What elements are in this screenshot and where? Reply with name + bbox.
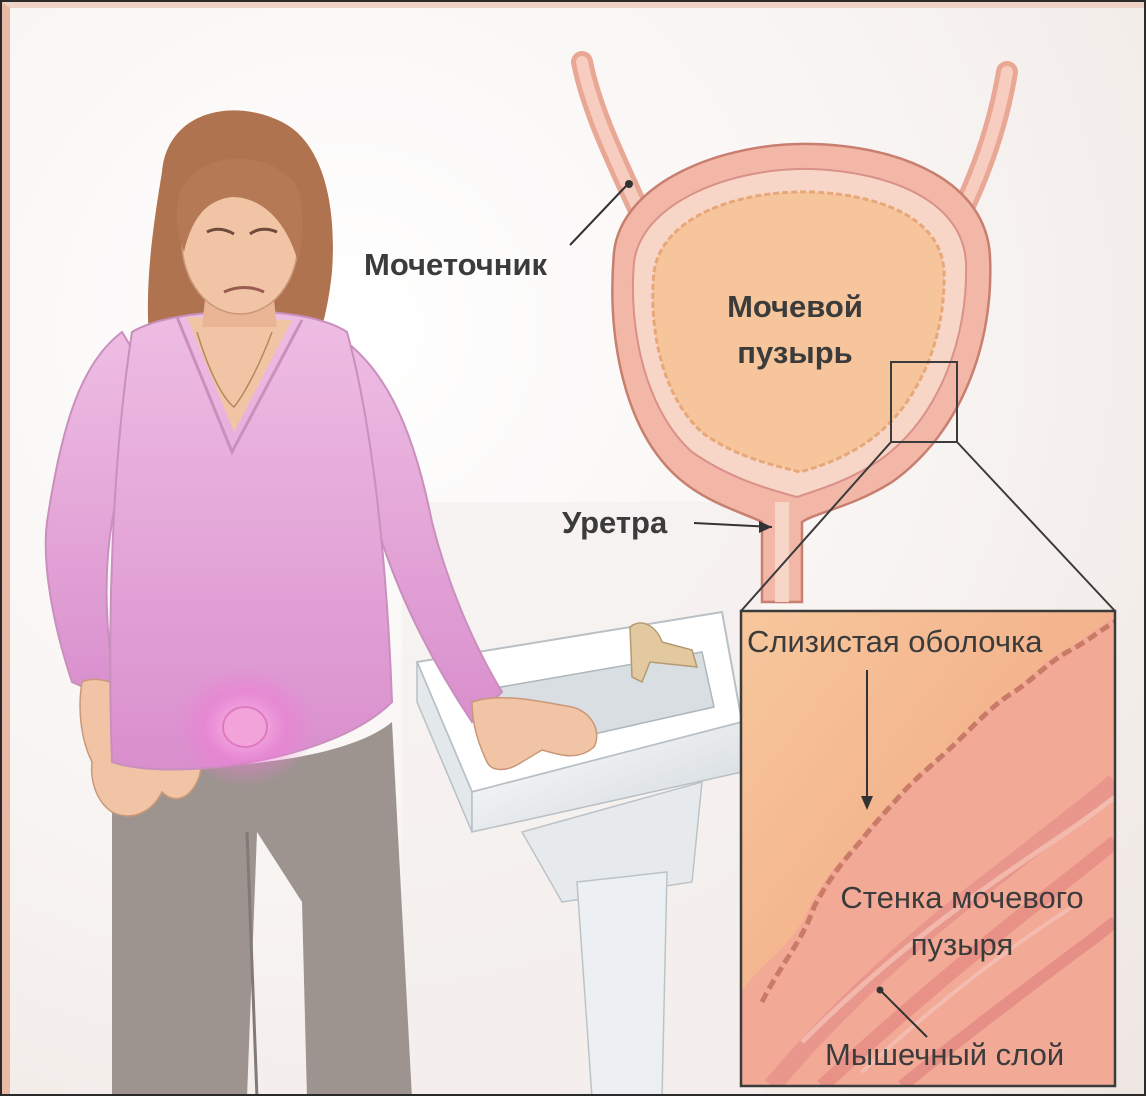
label-wall-line1: Стенка мочевого [817,880,1107,916]
inset-panel [741,611,1115,1086]
label-bladder-line2: пузырь [705,335,885,371]
label-ureter: Мочеточник [364,247,547,283]
label-muscle: Мышечный слой [825,1037,1064,1073]
label-bladder-line1: Мочевой [705,289,885,325]
label-urethra: Уретра [562,505,667,541]
zoom-line-right [957,442,1115,611]
label-mucosa: Слизистая оболочка [747,624,1043,660]
label-wall-line2: пузыря [817,927,1107,963]
